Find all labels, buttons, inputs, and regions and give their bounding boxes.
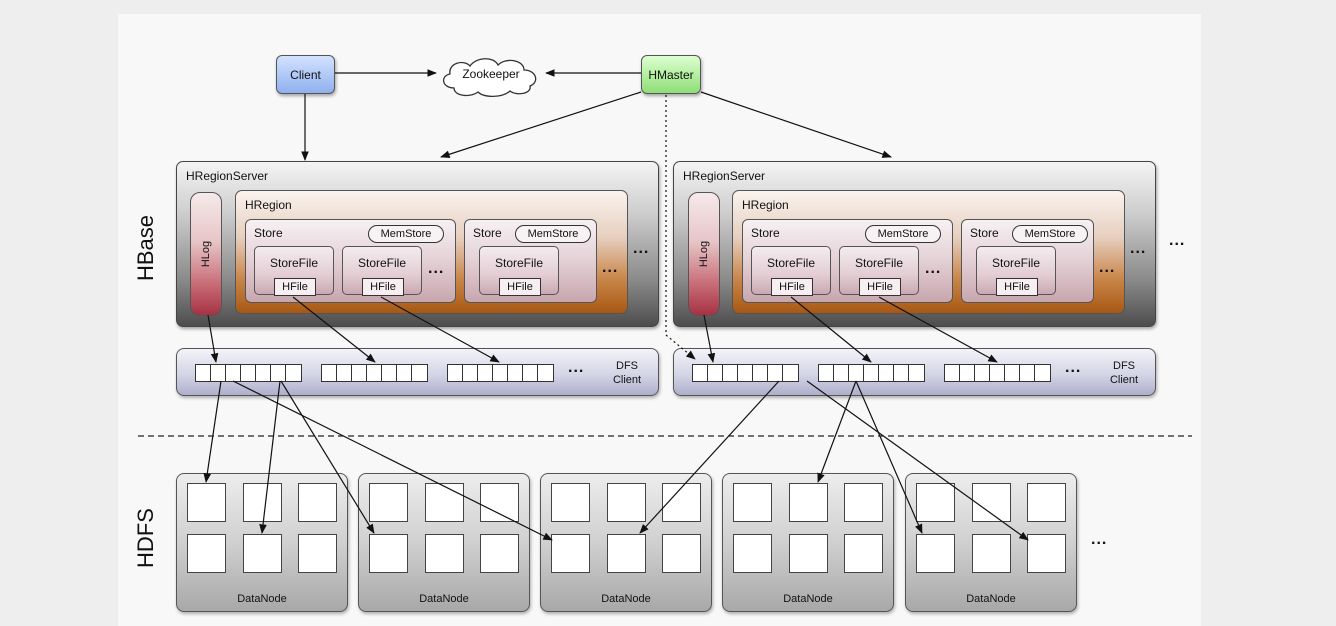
storefile-more: ... [925, 260, 942, 277]
client-label: Client [290, 67, 321, 82]
datanode-label: DataNode [966, 593, 1016, 605]
block-group [818, 364, 925, 382]
datanode-more: ... [1091, 531, 1108, 548]
hfile: HFile [499, 278, 541, 296]
region-server: HRegionServer HLog HRegion Store MemStor… [673, 161, 1156, 327]
hdfs-section-label: HDFS [133, 508, 158, 568]
block-more: ... [1065, 359, 1082, 376]
store-title: Store [473, 226, 502, 240]
hregion-title: HRegion [245, 198, 292, 212]
datanode-label: DataNode [237, 593, 287, 605]
region-server-title: HRegionServer [683, 169, 766, 183]
store: Store MemStore StoreFile HFile StoreFile… [245, 219, 456, 303]
datanode: DataNode [540, 473, 712, 612]
storefile: StoreFile HFile [342, 246, 422, 296]
store-title: Store [970, 226, 999, 240]
block-group [447, 364, 554, 382]
storefile: StoreFile HFile [976, 246, 1056, 296]
zookeeper-label: Zookeeper [462, 67, 520, 81]
block-group [944, 364, 1051, 382]
hfile: HFile [771, 278, 813, 296]
dfs-client: ... DFS Client [673, 348, 1156, 396]
storefile: StoreFile HFile [479, 246, 559, 296]
store-more: ... [602, 259, 619, 276]
hmaster-node: HMaster [641, 55, 701, 94]
hbase-section-label: HBase [133, 214, 158, 281]
region-server-title: HRegionServer [186, 169, 269, 183]
storefile-label: StoreFile [766, 256, 816, 270]
storefile-label: StoreFile [991, 256, 1041, 270]
storefile: StoreFile HFile [254, 246, 334, 296]
block-group [692, 364, 799, 382]
memstore: MemStore [865, 225, 941, 243]
hregion: HRegion Store MemStore StoreFile HFile S… [235, 190, 628, 314]
store-title: Store [254, 226, 283, 240]
dfs-client-label: DFS Client [612, 360, 642, 386]
hregion: HRegion Store MemStore StoreFile HFile S… [732, 190, 1125, 314]
region-server-more: ... [1169, 232, 1186, 249]
datanode-label: DataNode [783, 593, 833, 605]
hlog: HLog [688, 192, 720, 316]
datanode: DataNode [905, 473, 1077, 612]
client-node: Client [276, 55, 335, 94]
storefile-label: StoreFile [269, 256, 319, 270]
zookeeper-cloud: Zookeeper [436, 54, 546, 98]
hlog-label: HLog [199, 240, 212, 268]
storefile-label: StoreFile [854, 256, 904, 270]
datanode: DataNode [722, 473, 894, 612]
memstore: MemStore [368, 225, 444, 243]
datanode: DataNode [358, 473, 530, 612]
hfile: HFile [996, 278, 1038, 296]
datanode-label: DataNode [419, 593, 469, 605]
hregion-more: ... [1130, 240, 1147, 257]
store: Store MemStore StoreFile HFile [464, 219, 597, 303]
storefile-label: StoreFile [494, 256, 544, 270]
store: Store MemStore StoreFile HFile StoreFile… [742, 219, 953, 303]
block-group [195, 364, 302, 382]
memstore: MemStore [515, 225, 591, 243]
hfile: HFile [362, 278, 404, 296]
storefile-more: ... [428, 260, 445, 277]
hfile: HFile [859, 278, 901, 296]
store-more: ... [1099, 259, 1116, 276]
memstore: MemStore [1012, 225, 1088, 243]
hlog: HLog [190, 192, 222, 316]
hregion-title: HRegion [742, 198, 789, 212]
datanode-label: DataNode [601, 593, 651, 605]
block-more: ... [568, 359, 585, 376]
dfs-client: ... DFS Client [176, 348, 659, 396]
hfile: HFile [274, 278, 316, 296]
datanode: DataNode [176, 473, 348, 612]
hlog-label: HLog [697, 240, 710, 268]
storefile: StoreFile HFile [839, 246, 919, 296]
store: Store MemStore StoreFile HFile [961, 219, 1094, 303]
storefile: StoreFile HFile [751, 246, 831, 296]
dfs-client-label: DFS Client [1109, 360, 1139, 386]
store-title: Store [751, 226, 780, 240]
storefile-label: StoreFile [357, 256, 407, 270]
block-group [321, 364, 428, 382]
hmaster-label: HMaster [648, 67, 694, 82]
region-server: HRegionServer HLog HRegion Store MemStor… [176, 161, 659, 327]
hregion-more: ... [633, 240, 650, 257]
